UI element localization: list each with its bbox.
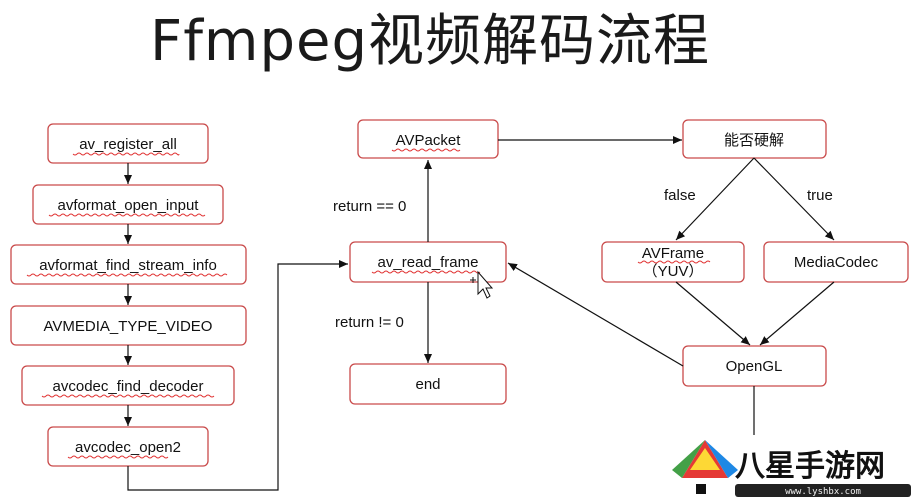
node-avcodec-open2: avcodec_open2 <box>47 426 209 467</box>
label-return-eq-0: return == 0 <box>333 198 406 215</box>
watermark-logo-icon <box>672 440 738 494</box>
node-avmedia-type-video: AVMEDIA_TYPE_VIDEO <box>10 305 247 346</box>
node-hw-decode-check-label: 能否硬解 <box>724 132 784 149</box>
node-avformat-open-input: avformat_open_input <box>32 184 224 225</box>
node-avcodec-find-decoder-label: avcodec_find_decoder <box>53 378 204 395</box>
node-av-read-frame-label: av_read_frame <box>378 254 479 271</box>
node-avpacket-label: AVPacket <box>396 132 462 149</box>
edge-avframe-to-opengl <box>675 281 751 346</box>
edge-mediacodec-to-opengl <box>759 281 835 346</box>
edge-opengl-to-read-frame <box>507 262 684 367</box>
node-opengl: OpenGL <box>682 345 827 387</box>
node-av-register-all-label: av_register_all <box>79 136 177 153</box>
node-avformat-find-stream-info: avformat_find_stream_info <box>10 244 247 285</box>
edge-hw-check-to-avframe <box>675 157 755 241</box>
watermark-url: www.lyshbx.com <box>785 487 861 497</box>
node-mediacodec: MediaCodec <box>763 241 909 283</box>
node-mediacodec-label: MediaCodec <box>794 254 879 271</box>
node-avmedia-type-video-label: AVMEDIA_TYPE_VIDEO <box>44 318 213 335</box>
edge-open2-to-read-frame <box>127 260 348 491</box>
node-opengl-label: OpenGL <box>726 358 783 375</box>
node-avcodec-open2-label: avcodec_open2 <box>75 439 181 456</box>
node-end: end <box>349 363 507 405</box>
diagram-title: Ffmpeg视频解码流程 <box>149 9 711 74</box>
node-end-label: end <box>415 376 440 393</box>
node-avframe-label: AVFrame <box>642 245 704 262</box>
label-true: true <box>807 187 833 204</box>
node-avcodec-find-decoder: avcodec_find_decoder <box>21 365 235 406</box>
watermark: 八星手游网 www.lyshbx.com <box>672 440 911 497</box>
node-hw-decode-check: 能否硬解 <box>682 119 827 159</box>
edge-hw-check-to-mediacodec <box>753 157 835 241</box>
node-avpacket: AVPacket <box>357 119 499 159</box>
node-av-register-all: av_register_all <box>47 123 209 164</box>
watermark-name: 八星手游网 <box>735 449 885 484</box>
label-false: false <box>664 187 696 204</box>
node-avformat-find-stream-info-label: avformat_find_stream_info <box>39 257 217 274</box>
node-avframe-sublabel: （YUV） <box>643 263 704 280</box>
mouse-cursor-icon <box>470 270 494 299</box>
node-avframe: AVFrame （YUV） <box>601 241 745 283</box>
node-avformat-open-input-label: avformat_open_input <box>58 197 200 214</box>
label-return-ne-0: return != 0 <box>335 314 404 331</box>
node-av-read-frame: av_read_frame <box>349 241 507 283</box>
